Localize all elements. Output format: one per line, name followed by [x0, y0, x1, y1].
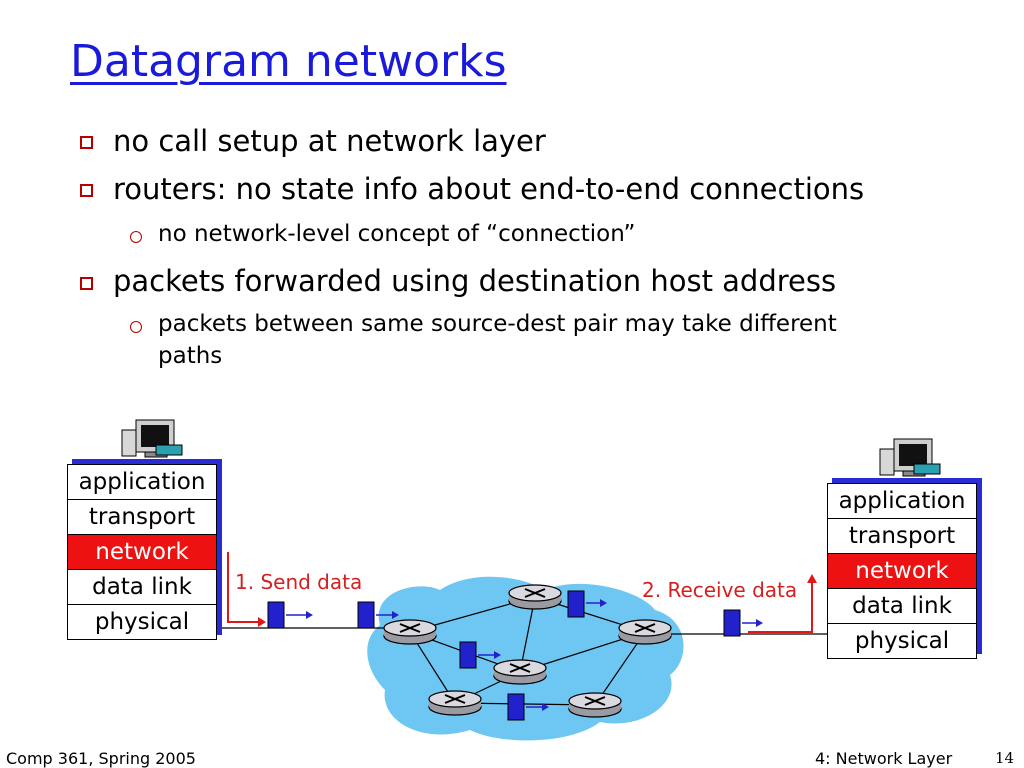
- layer-physical: physical: [68, 604, 216, 639]
- send-arrow: [227, 552, 258, 623]
- bullet-3: packets forwarded using destination host…: [113, 264, 837, 298]
- computer-icon: [879, 438, 941, 477]
- layer-application: application: [78, 469, 206, 495]
- footer-course: Comp 361, Spring 2005: [6, 749, 196, 768]
- layer-transport: transport: [828, 518, 976, 553]
- page-number: 14: [995, 749, 1015, 767]
- layer-transport: transport: [68, 499, 216, 534]
- footer-chapter: 4: Network Layer: [815, 749, 953, 768]
- router-icon: [493, 659, 547, 685]
- packet-icon: [459, 641, 501, 669]
- layer-data-link: data link: [68, 569, 216, 604]
- bullet-square-icon: [80, 184, 93, 197]
- sub-bullet-circle-icon: [130, 321, 142, 333]
- packet-icon: [723, 609, 763, 637]
- layer-network: network: [828, 553, 976, 588]
- sub-bullet-circle-icon: [130, 231, 142, 243]
- packet-icon: [267, 601, 313, 629]
- bullet-square-icon: [80, 277, 93, 290]
- bullet-3-sub-1-line-1: packets between same source-dest pair ma…: [158, 311, 837, 337]
- layer-physical: physical: [828, 623, 976, 658]
- router-icon: [568, 692, 622, 718]
- layer-network: network: [68, 534, 216, 569]
- bullet-1: no call setup at network layer: [113, 124, 546, 158]
- bullet-2-sub-1: no network-level concept of “connection”: [158, 221, 636, 247]
- router-icon: [383, 619, 437, 645]
- packet-icon: [507, 693, 549, 721]
- left-protocol-stack: application transport network data link …: [67, 464, 217, 640]
- send-data-label: 1. Send data: [235, 570, 363, 594]
- layer-application: application: [838, 488, 966, 514]
- right-protocol-stack: application transport network data link …: [827, 483, 977, 659]
- receive-arrow: [748, 583, 813, 633]
- computer-icon: [121, 419, 183, 458]
- packet-icon: [357, 601, 399, 629]
- router-icon: [508, 584, 562, 610]
- layer-data-link: data link: [828, 588, 976, 623]
- bullet-3-sub-1-line-2: paths: [158, 343, 223, 369]
- receive-data-label: 2. Receive data: [642, 578, 798, 602]
- router-icon: [428, 690, 482, 716]
- bullet-2: routers: no state info about end-to-end …: [113, 172, 865, 206]
- router-icon: [618, 619, 672, 645]
- packet-icon: [567, 590, 607, 618]
- bullet-square-icon: [80, 136, 93, 149]
- slide-title: Datagram networks: [70, 36, 507, 87]
